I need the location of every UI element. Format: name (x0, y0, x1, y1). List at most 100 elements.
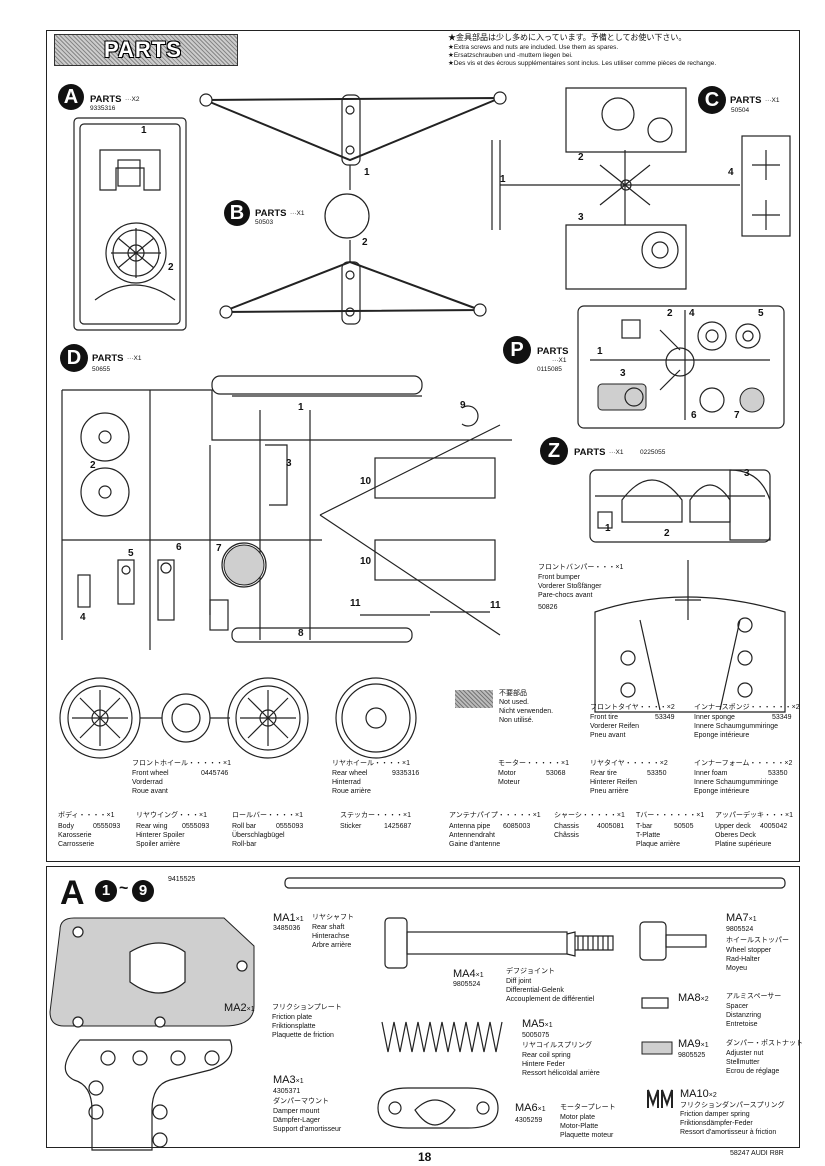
page-number: 18 (418, 1150, 432, 1164)
item-front-wheel-code: 0445746 (201, 770, 229, 777)
item-front-wheel-de: Vorderrad (132, 779, 163, 786)
item-rear-wheel-jp: リヤホイール・・・・×1 (332, 760, 410, 767)
part-z-label: PARTS (574, 447, 606, 458)
bag-letter: A (60, 874, 85, 912)
ma10-jp: フリクションダンパースプリング (680, 1102, 785, 1109)
ma6-id: MA6×1 (515, 1102, 546, 1114)
ma1-fr: Arbre arrière (312, 942, 352, 949)
item-body-name: Body (58, 823, 74, 830)
item-rear-wheel-fr: Roue arrière (332, 788, 371, 795)
part-a-qty-value: X2 (131, 96, 140, 103)
part-b-label: PARTS (255, 208, 287, 219)
part-c-badge: C (698, 86, 726, 114)
item-motor-jp: モーター・・・・・×1 (498, 760, 569, 767)
item-front-wheel-fr: Roue avant (132, 788, 168, 795)
part-z-num-1: 1 (605, 523, 611, 534)
part-p-num-5: 5 (758, 308, 764, 319)
ma3-id-text: MA3 (273, 1074, 296, 1086)
part-d-num-1: 1 (298, 402, 304, 413)
item-inner-foam-code: 53350 (768, 770, 788, 777)
item-front-tire-de: Vorderer Reifen (590, 723, 640, 730)
item-roll-bar-fr: Roll-bar (232, 841, 257, 848)
item-roll-bar-name: Roll bar (232, 823, 257, 830)
item-inner-sponge-fr: Eponge intérieure (694, 732, 750, 739)
ma8-id: MA8×2 (678, 992, 709, 1004)
ma4-code: 9805524 (453, 981, 481, 988)
item-tbar-fr: Plaque arrière (636, 841, 680, 848)
ma9-de: Stellmutter (726, 1059, 760, 1066)
ma1-id-text: MA1 (273, 912, 296, 924)
item-chassis-name: Chassis (554, 823, 579, 830)
part-d-num-4: 4 (80, 612, 86, 623)
part-d-num-9: 9 (460, 400, 466, 411)
ma4-qty: ×1 (475, 972, 484, 979)
ma1-de: Hinterachse (312, 933, 350, 940)
ma7-en: Wheel stopper (726, 947, 772, 954)
part-d-num-6: 6 (176, 542, 182, 553)
item-rear-wing-name: Rear wing (136, 823, 168, 830)
ma9-code: 9805525 (678, 1052, 706, 1059)
part-d-num-3: 3 (286, 458, 292, 469)
part-p-badge: P (503, 336, 531, 364)
not-used-fr: Non utilisé. (499, 717, 534, 724)
part-a-label: PARTS (90, 94, 122, 105)
item-antenna-fr: Gaine d'antenne (449, 841, 501, 848)
part-b-qty-value: X1 (296, 210, 305, 217)
item-tbar-de: T-Platte (636, 832, 661, 839)
item-front-wheel-name: Front wheel (132, 770, 169, 777)
part-p-code: 0115085 (537, 366, 562, 373)
item-body-de: Karosserie (58, 832, 92, 839)
item-upper-deck-fr: Platine supérieure (715, 841, 772, 848)
part-p-qty: ···X1 (552, 357, 567, 364)
ma7-fr: Moyeu (726, 965, 748, 972)
part-d-code: 50655 (92, 366, 111, 373)
item-body-code: 0555093 (93, 823, 121, 830)
item-body-jp: ボディ・・・・×1 (58, 812, 115, 819)
ma6-jp: モータープレート (560, 1104, 616, 1111)
part-p-num-6: 6 (691, 410, 697, 421)
not-used-jp: 不要部品 (499, 690, 527, 697)
item-body-fr: Carrosserie (58, 841, 95, 848)
item-inner-sponge-de: Innere Schaumgummiringe (694, 723, 779, 730)
ma8-de: Distanzring (726, 1012, 762, 1019)
item-front-tire-jp: フロントタイヤ・・・・×2 (590, 704, 675, 711)
part-z-qty-value: X1 (615, 449, 624, 456)
part-d-qty-value: X1 (133, 355, 142, 362)
ma6-qty: ×1 (537, 1106, 546, 1113)
part-z-code: 0225055 (640, 449, 666, 456)
part-c-num-1: 1 (500, 174, 506, 185)
ma3-en: Damper mount (273, 1108, 320, 1115)
ma4-id-text: MA4 (453, 968, 476, 980)
part-d-num-10a: 10 (360, 476, 372, 487)
ma5-id-text: MA5 (522, 1018, 545, 1030)
ma3-id: MA3×1 (273, 1074, 304, 1086)
ma2-id: MA2×1 (224, 1002, 255, 1014)
part-c-qty-value: X1 (771, 97, 780, 104)
item-rear-wheel-name: Rear wheel (332, 770, 368, 777)
item-roll-bar-code: 0555093 (276, 823, 304, 830)
ma9-jp: ダンパー・ポストナット (726, 1040, 803, 1047)
not-used-en: Not used. (499, 699, 529, 706)
ma9-qty: ×1 (700, 1042, 709, 1049)
part-b-code: 50503 (255, 219, 274, 226)
item-upper-deck-de: Oberes Deck (715, 832, 756, 839)
part-d-num-8: 8 (298, 628, 304, 639)
item-tbar-jp: Tバー・・・・・・×1 (636, 812, 705, 819)
item-rear-tire-code: 53350 (647, 770, 667, 777)
ma8-qty: ×2 (700, 996, 709, 1003)
part-d-num-11b: 11 (490, 600, 501, 611)
front-bumper-de: Vorderer Stoßfänger (538, 583, 602, 590)
item-inner-sponge-name: Inner sponge (694, 714, 735, 721)
part-a-qty: ···X2 (125, 96, 140, 103)
item-sticker-jp: ステッカー・・・・×1 (340, 812, 411, 819)
step-to-badge: 9 (132, 880, 154, 902)
ma4-jp: デフジョイント (506, 968, 555, 975)
part-c-code: 50504 (731, 107, 750, 114)
ma7-id: MA7×1 (726, 912, 757, 924)
ma2-de: Friktionsplatte (272, 1023, 316, 1030)
item-inner-foam-jp: インナーフォーム・・・・・×2 (694, 760, 793, 767)
front-bumper-code: 50826 (538, 604, 558, 611)
